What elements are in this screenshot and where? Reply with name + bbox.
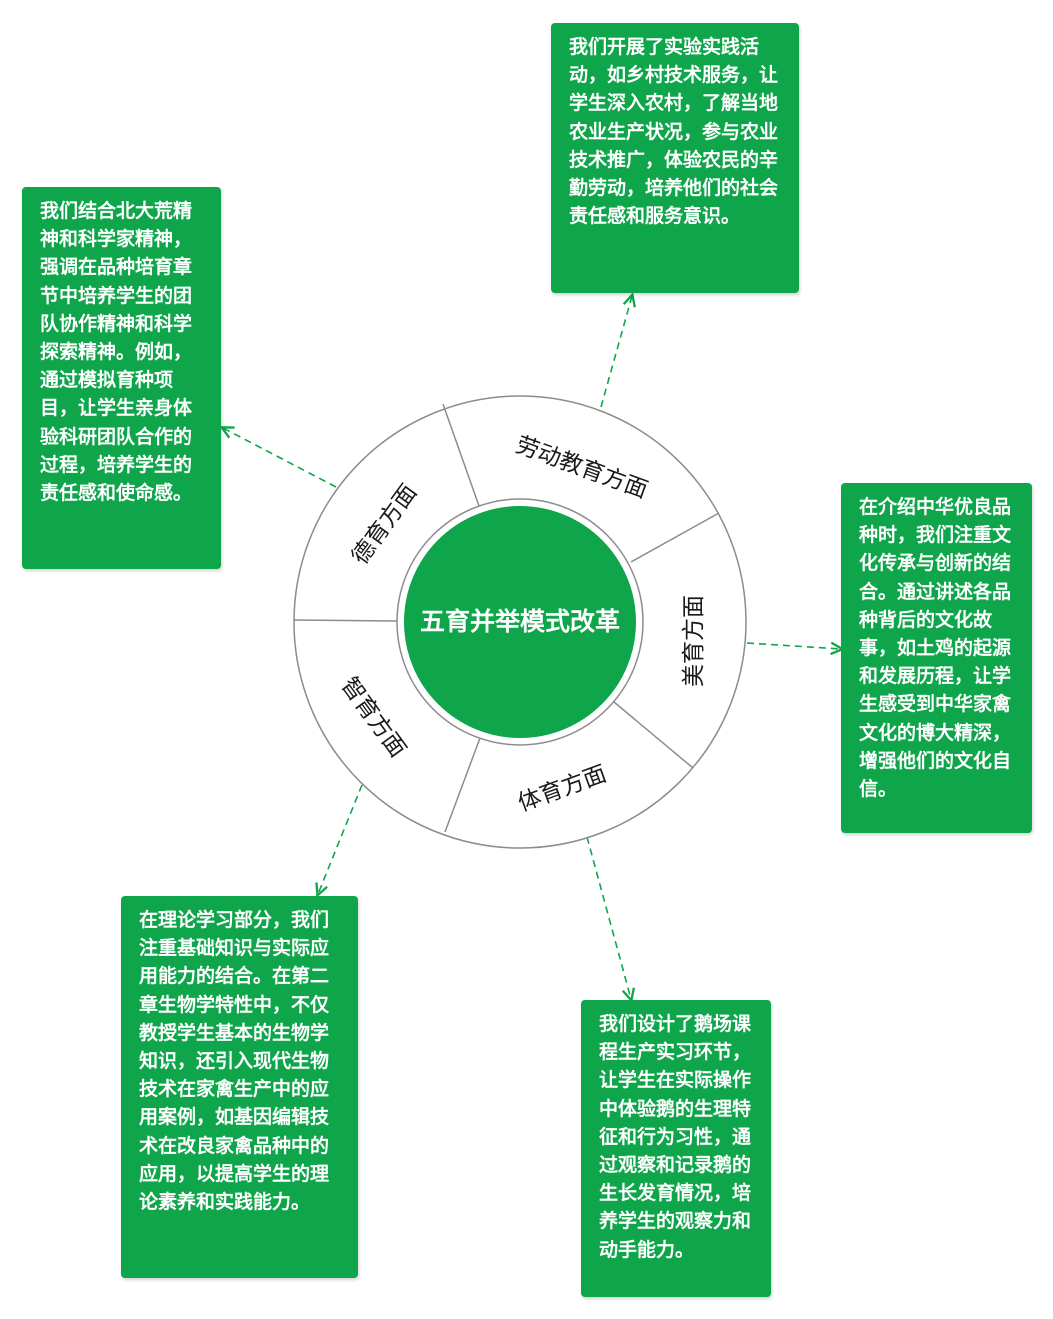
arrow-intel xyxy=(318,784,363,894)
description-box-intel: 在理论学习部分，我们注重基础知识与实际应用能力的结合。在第二章生物学特性中，不仅… xyxy=(121,896,358,1278)
connectors xyxy=(223,296,841,999)
description-box-labor: 我们开展了实验实践活动，如乡村技术服务，让学生深入农村，了解当地农业生产状况，参… xyxy=(551,23,799,293)
center-hub xyxy=(402,504,638,740)
segment-label-beauty: 美育方面 xyxy=(681,595,707,687)
ring-divider xyxy=(442,403,480,507)
arrow-beauty xyxy=(746,643,841,649)
center-title: 五育并举模式改革 xyxy=(420,607,620,636)
ring-divider xyxy=(613,701,694,769)
description-box-beauty: 在介绍中华优良品种时，我们注重文化传承与创新的结合。通过讲述各品种背后的文化故事… xyxy=(841,483,1032,833)
arrow-sports xyxy=(586,836,631,999)
ring-divider xyxy=(444,737,481,833)
ring-divider xyxy=(293,619,398,622)
ring-divider xyxy=(630,512,720,563)
arrow-moral xyxy=(223,428,337,488)
arrow-labor xyxy=(600,296,632,408)
description-box-sports: 我们设计了鹅场课程生产实习环节，让学生在实际操作中体验鹅的生理特征和行为习性，通… xyxy=(581,1000,771,1297)
description-box-moral: 我们结合北大荒精神和科学家精神，强调在品种培育章节中培养学生的团队协作精神和科学… xyxy=(22,187,221,569)
